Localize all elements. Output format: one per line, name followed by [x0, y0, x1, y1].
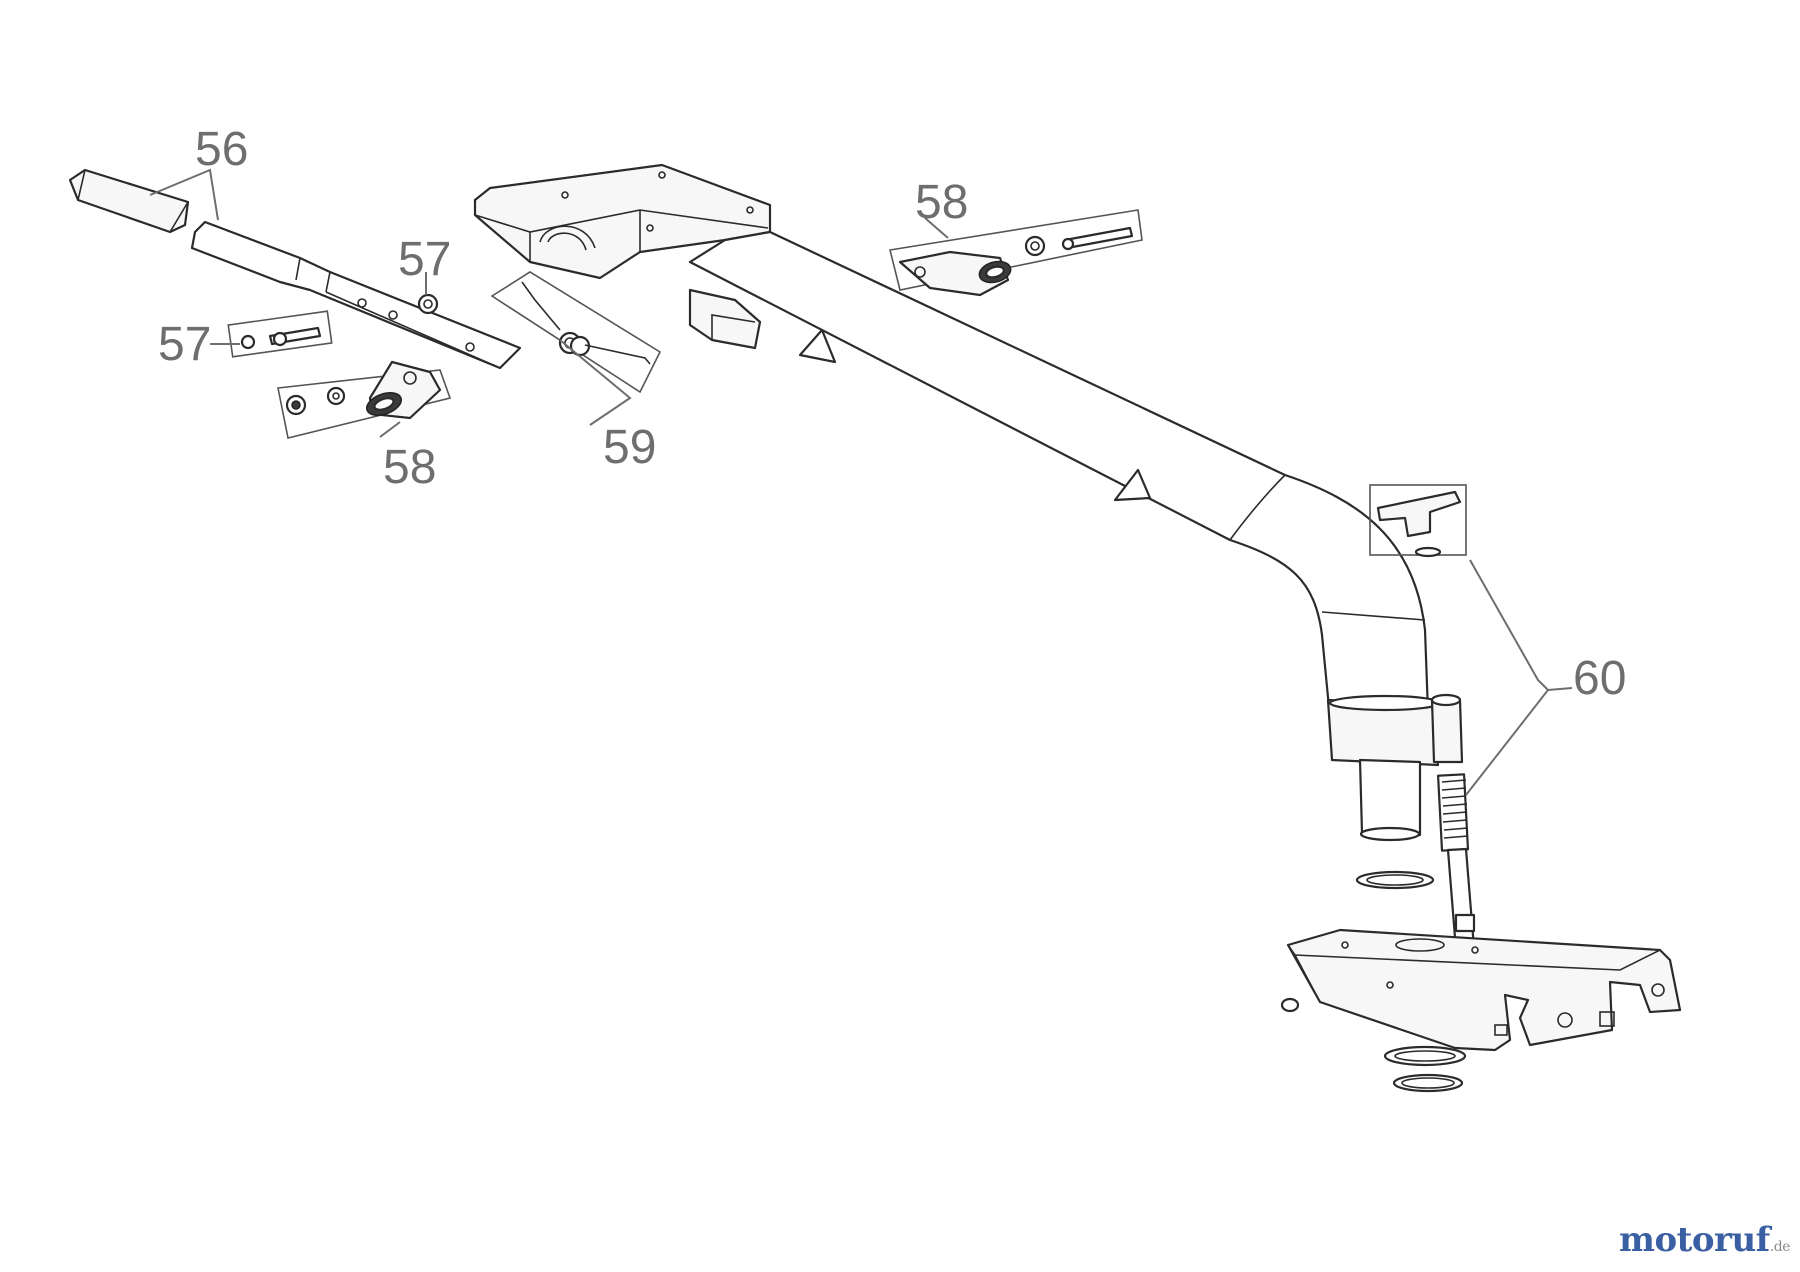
- part-58-right-bracket-group: [889, 209, 1143, 297]
- small-nut: [1280, 997, 1300, 1013]
- part-57-bolt-group: [227, 310, 333, 358]
- callout-60: 60: [1573, 652, 1626, 705]
- part-58-left-bracket-group: [277, 360, 452, 439]
- watermark-logo: motoruf.de: [1619, 1220, 1791, 1260]
- part-59-spring-group: [490, 271, 662, 394]
- watermark-suffix: .de: [1769, 1239, 1791, 1255]
- callout-58-upper: 58: [915, 176, 968, 229]
- callout-59: 59: [603, 421, 656, 474]
- part-57-nut: [417, 293, 439, 315]
- washer-lower-1: [1383, 1045, 1467, 1067]
- part-56-handle-grip: [68, 168, 190, 234]
- watermark-brand: motoruf: [1619, 1220, 1770, 1260]
- callout-57-upper: 57: [398, 233, 451, 286]
- callout-58-lower: 58: [383, 441, 436, 494]
- base-mounting-plate: [1286, 928, 1682, 1052]
- washer-lower-2: [1392, 1073, 1464, 1093]
- leader-lines: [149, 168, 1573, 796]
- part-60-spring: [1436, 773, 1470, 852]
- callouts: 56 57 57 58 58 59 60: [158, 123, 1626, 705]
- part-60-pin-group: [1369, 484, 1476, 952]
- callout-57-left: 57: [158, 318, 211, 371]
- callout-56: 56: [195, 123, 248, 176]
- part-56-lever-bar: [190, 220, 522, 370]
- steering-column: [473, 163, 1464, 842]
- washer-upper: [1355, 870, 1435, 890]
